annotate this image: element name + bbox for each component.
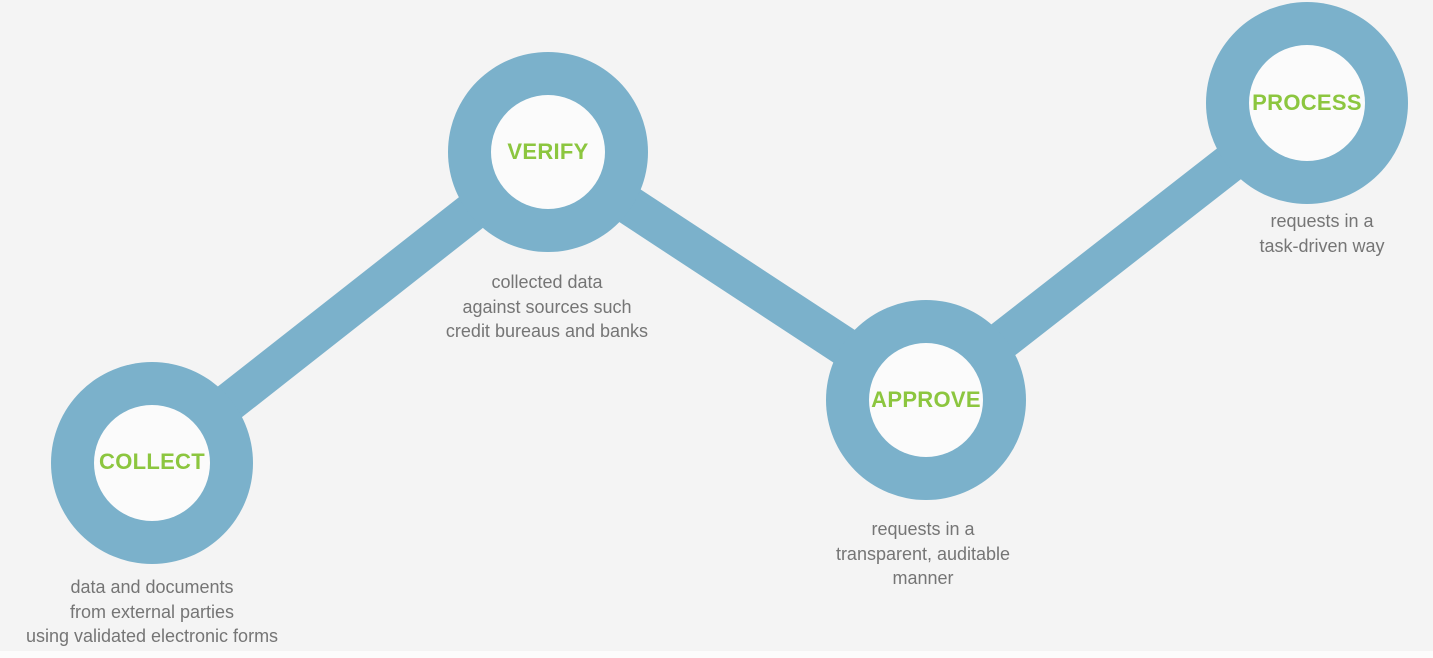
approve-ring-inner xyxy=(869,343,983,457)
step-description-verify: collected data against sources such cred… xyxy=(445,272,649,341)
bottom-strip xyxy=(0,651,1433,658)
step-label-approve: APPROVE xyxy=(871,387,981,412)
process-ring-inner xyxy=(1249,45,1365,161)
step-description-collect: data and documents from external parties… xyxy=(25,577,279,646)
step-description-approve: requests in a transparent, auditable man… xyxy=(835,519,1011,588)
step-description-process: requests in a task-driven way xyxy=(1259,211,1385,256)
verify-ring-inner xyxy=(491,95,605,209)
step-label-verify: VERIFY xyxy=(507,139,589,164)
step-label-process: PROCESS xyxy=(1252,90,1362,115)
collect-ring-inner xyxy=(94,405,210,521)
step-label-collect: COLLECT xyxy=(99,449,205,474)
